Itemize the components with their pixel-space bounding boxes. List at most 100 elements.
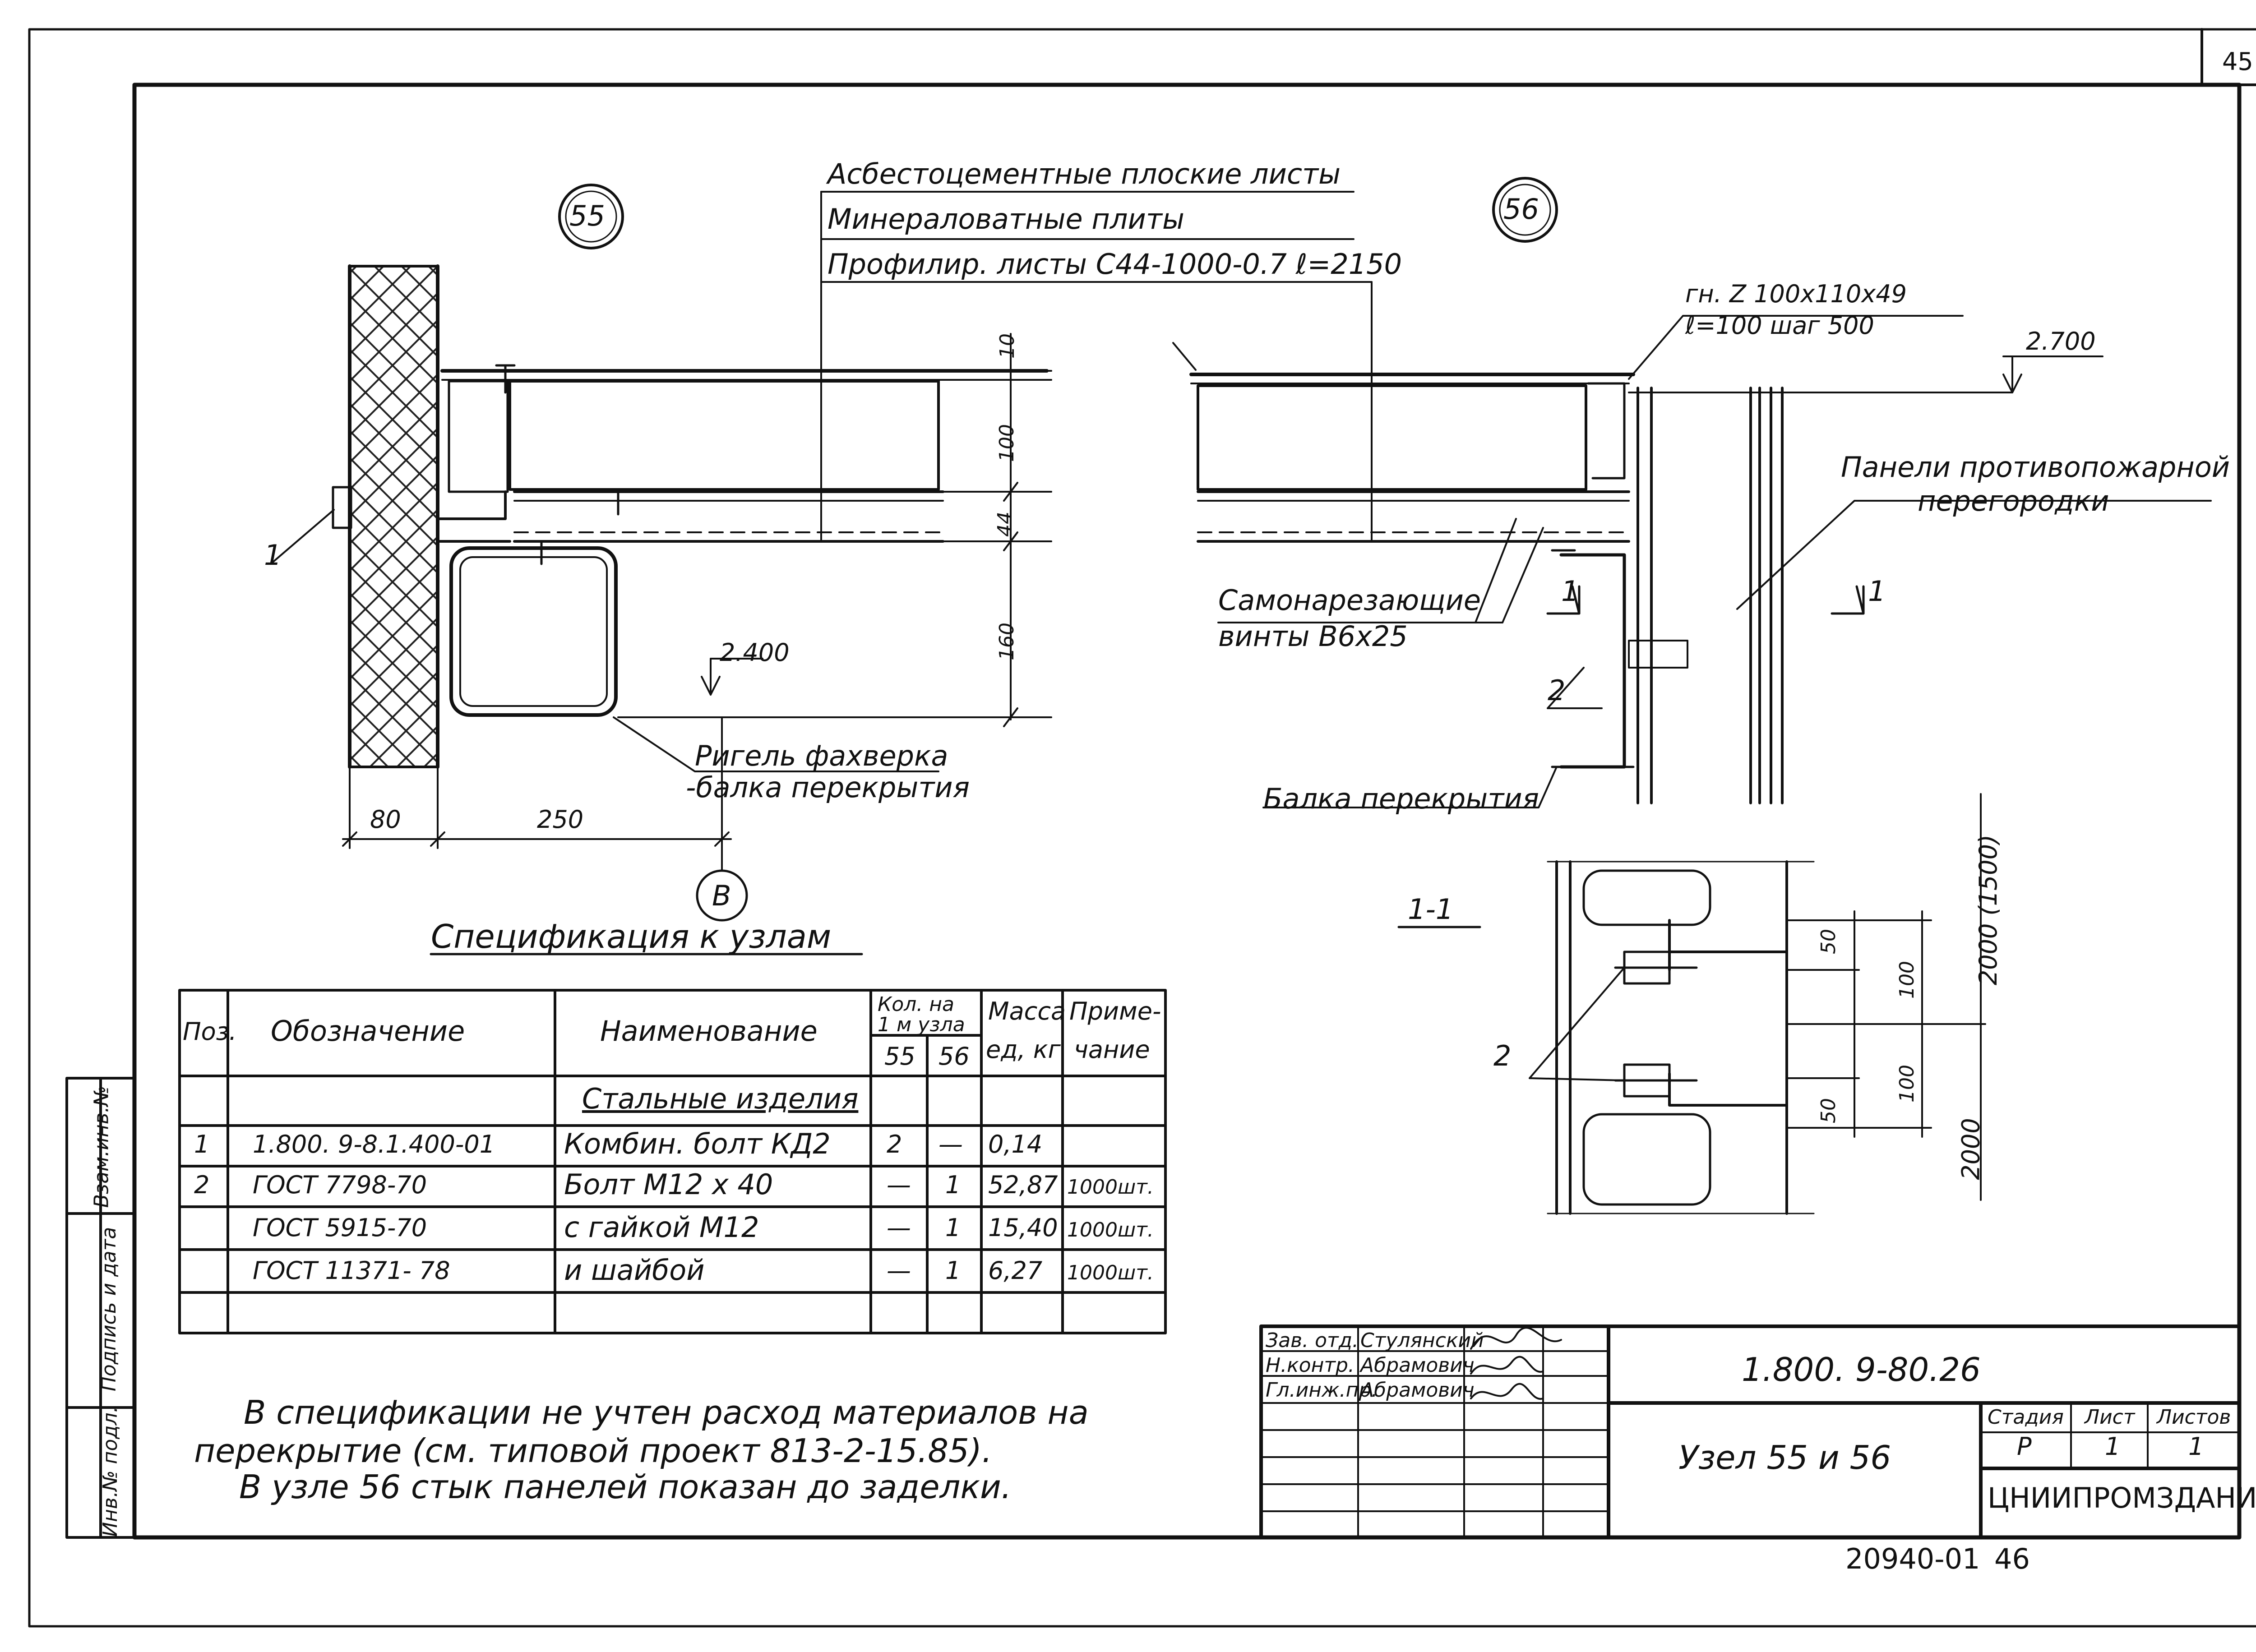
spec-row2-mass: 52,87 — [988, 1171, 1058, 1199]
spec-header-note-line1: Приме- — [1069, 997, 1161, 1025]
zprofile-label-line2: ℓ=100 шаг 500 — [1685, 311, 1874, 340]
spec-header-name: Наименование — [600, 1015, 818, 1047]
section-dim-100-top: 100 — [1895, 961, 1919, 999]
screws-label-line2: винты В6x25 — [1218, 620, 1408, 653]
dim-250: 250 — [537, 805, 584, 834]
spec-row2-designation: ГОСТ 7798-70 — [253, 1171, 427, 1199]
stamp-replaces-inv: Взам.инв.№ — [90, 1085, 113, 1208]
tb-role-1: Зав. отд. — [1266, 1329, 1359, 1352]
spec-row3-name: с гайкой М12 — [564, 1211, 759, 1244]
tb-sheet-value: 1 — [2105, 1432, 2121, 1461]
spec-row2-pos: 2 — [194, 1171, 210, 1199]
spec-row2-name: Болт М12 x 40 — [564, 1168, 773, 1201]
girder-label-line1: Ригель фахверка — [695, 739, 948, 772]
spec-header-qty-line1: Кол. на — [878, 993, 954, 1016]
tb-sheets-value: 1 — [2188, 1432, 2204, 1461]
page-number: 45 — [2222, 47, 2253, 76]
girder-label-line2: -балка перекрытия — [686, 771, 970, 804]
outer-frame — [28, 28, 2256, 1628]
section-dim-2000: 2000 — [1956, 1118, 1985, 1180]
leader-1-label: 1 — [264, 539, 282, 572]
spec-row3-q55: — — [887, 1214, 911, 1242]
spec-row1-designation: 1.800. 9-8.1.400-01 — [253, 1130, 495, 1158]
tb-organization: ЦНИИПРОМЗДАНИЙ — [1988, 1481, 2256, 1514]
spec-header-qty-line2: 1 м узла — [878, 1013, 965, 1036]
spec-row2-q56: 1 — [945, 1171, 961, 1199]
spec-row3-mass: 15,40 — [988, 1214, 1058, 1242]
elevation-2400: 2.400 — [720, 638, 790, 667]
axis-b-label: В — [712, 879, 731, 912]
spec-row4-designation: ГОСТ 11371- 78 — [253, 1256, 450, 1285]
zprofile-label-line1: гн. Z 100x110x49 — [1685, 280, 1907, 308]
section-1-1-label: 1-1 — [1408, 893, 1454, 926]
section-dim-50-bottom: 50 — [1817, 1098, 1840, 1123]
screws-label-line1: Самонарезающие — [1218, 584, 1481, 617]
section-mark-left: 1 — [1561, 575, 1579, 608]
node-55-marker — [558, 184, 624, 249]
spec-row4-q56: 1 — [945, 1256, 961, 1285]
stamp-inv-orig: Инв.№ подл. — [98, 1406, 122, 1537]
spec-row1-pos: 1 — [194, 1130, 210, 1158]
tb-name-1: Стулянский — [1360, 1329, 1484, 1352]
layer-profiled-sheet-label: Профилир. листы С44-1000-0.7 ℓ=2150 — [828, 248, 1402, 281]
spec-row4-q55: — — [887, 1256, 911, 1285]
section-dim-100-bottom: 100 — [1895, 1065, 1919, 1103]
panels-label-line2: перегородки — [1918, 485, 2109, 517]
stamp-signature-date: Подпись и дата — [97, 1227, 121, 1392]
leader-2-label: 2 — [1548, 674, 1566, 707]
spec-header-mass-line1: Масса — [988, 997, 1066, 1025]
dim-10: 10 — [996, 333, 1019, 359]
girder-tube — [449, 546, 618, 717]
archive-code: 20940-01 — [1845, 1542, 1980, 1575]
dim-44: 44 — [994, 512, 1017, 537]
dim-160: 160 — [995, 623, 1018, 660]
note-line-1: В спецификации не учтен расход материало… — [244, 1394, 1089, 1431]
spec-row4-note: 1000шт. — [1067, 1261, 1154, 1284]
tb-sheet-title: Узел 55 и 56 — [1678, 1439, 1891, 1477]
note-line-2: перекрытие (см. типовой проект 813-2-15.… — [194, 1432, 992, 1470]
spec-row2-q55: — — [887, 1171, 911, 1199]
spec-row1-name: Комбин. болт КД2 — [564, 1127, 831, 1160]
tb-stage-header: Стадия — [1988, 1406, 2064, 1429]
spec-row1-mass: 0,14 — [988, 1130, 1043, 1158]
spec-header-55: 55 — [884, 1042, 915, 1071]
spec-row3-q56: 1 — [945, 1214, 961, 1242]
note-line-3: В узле 56 стык панелей показан до заделк… — [239, 1468, 1012, 1506]
spec-title: Спецификация к узлам — [431, 918, 832, 955]
spec-row1-q56: — — [938, 1130, 963, 1158]
node-55-label: 55 — [569, 199, 605, 232]
dim-80: 80 — [370, 805, 401, 834]
axis-b-marker — [696, 869, 748, 922]
spec-header-pos: Поз. — [183, 1017, 237, 1046]
spec-row3-designation: ГОСТ 5915-70 — [253, 1214, 427, 1242]
inner-frame — [132, 83, 2242, 1540]
spec-row4-name: и шайбой — [564, 1254, 705, 1287]
spec-row3-note: 1000шт. — [1067, 1218, 1154, 1241]
tb-stage-value: Р — [2017, 1432, 2032, 1461]
tb-role-3: Гл.инж.пр. — [1266, 1379, 1378, 1402]
spec-row4-mass: 6,27 — [988, 1256, 1043, 1285]
tb-sheets-header: Листов — [2157, 1406, 2231, 1429]
spec-section-title: Стальные изделия — [582, 1082, 859, 1115]
section-dim-2000-1500: 2000 (1500) — [1974, 834, 2003, 986]
tb-role-2: Н.контр. — [1266, 1354, 1355, 1377]
node-56-marker — [1492, 177, 1558, 243]
tb-doc-code: 1.800. 9-80.26 — [1742, 1351, 1981, 1389]
spec-header-designation: Обозначение — [271, 1015, 465, 1047]
tb-sheet-header: Лист — [2085, 1406, 2135, 1429]
beam-label: Балка перекрытия — [1263, 782, 1539, 815]
node-56-label: 56 — [1503, 193, 1539, 226]
elevation-2700: 2.700 — [2026, 327, 2096, 355]
spec-header-56: 56 — [938, 1042, 970, 1071]
spec-header-mass-line2: ед, кг — [986, 1035, 1061, 1064]
layer-mineral-wool-label: Минераловатные плиты — [828, 203, 1184, 235]
spec-row1-q55: 2 — [887, 1130, 902, 1158]
side-stamp-frame — [65, 1077, 136, 1539]
section-dim-50-top: 50 — [1817, 929, 1840, 954]
tb-name-2: Абрамович — [1360, 1354, 1475, 1377]
section-leader-2: 2 — [1493, 1039, 1512, 1072]
spec-row2-note: 1000шт. — [1067, 1176, 1154, 1199]
section-mark-right: 1 — [1868, 575, 1886, 608]
